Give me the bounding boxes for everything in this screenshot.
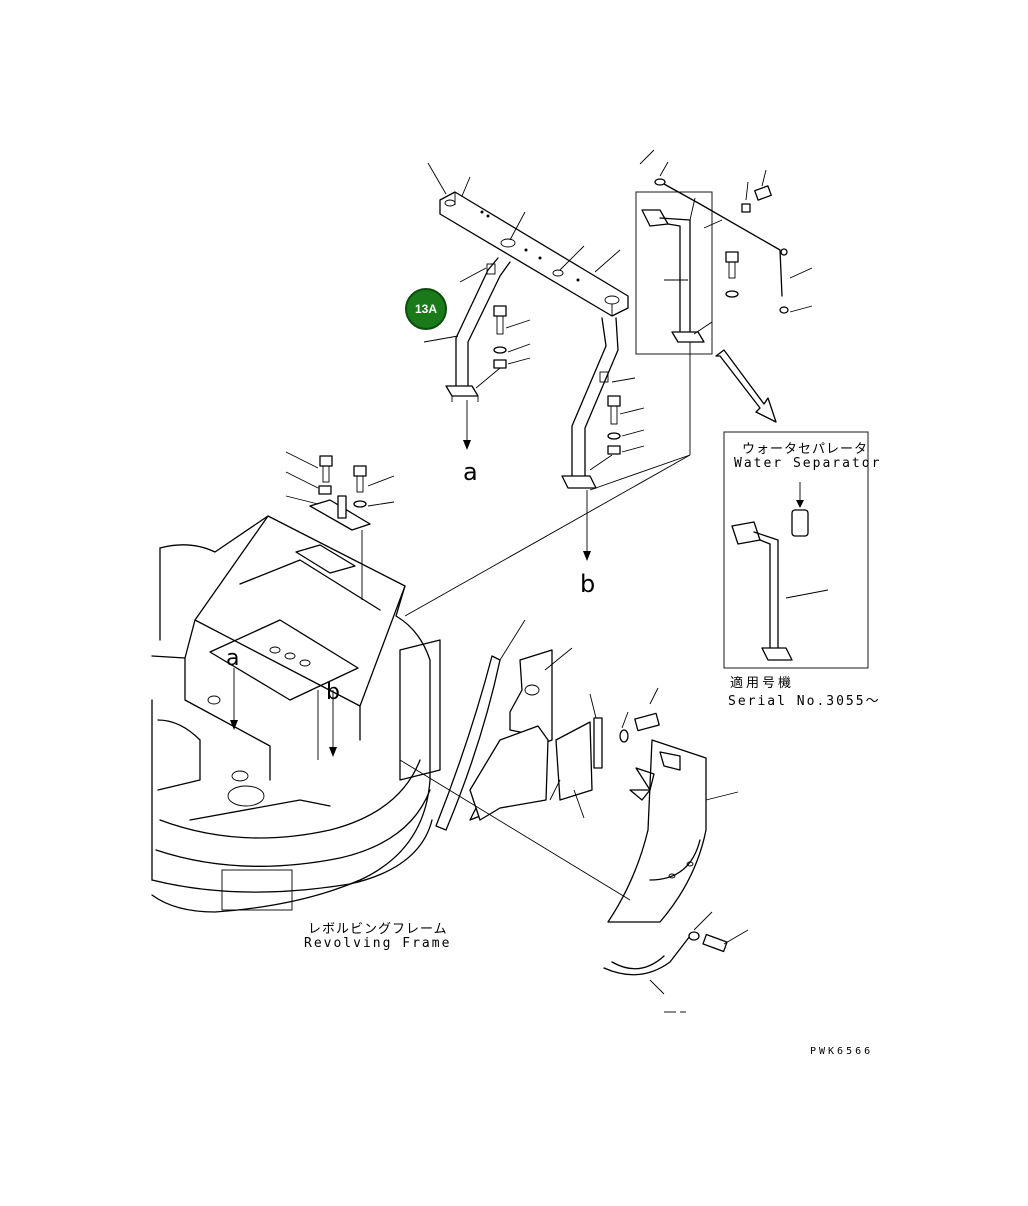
reference-line-lower xyxy=(399,759,631,901)
fasteners-left xyxy=(493,305,507,369)
callout-badge-13a[interactable]: 13A xyxy=(405,288,447,330)
drawing-code: PWK6566 xyxy=(810,1046,874,1057)
separator-fasteners xyxy=(639,149,813,335)
bracket-box xyxy=(589,191,713,491)
callout-b-upper: b xyxy=(580,570,596,598)
mounting-plate xyxy=(285,451,395,600)
callout-b-frame: b xyxy=(326,680,340,705)
inset-title-en: Water Separator xyxy=(734,456,882,471)
left-leg xyxy=(445,257,511,450)
leader-lines-upper xyxy=(423,162,645,471)
reference-line xyxy=(404,454,691,617)
water-separator-inset xyxy=(723,431,869,669)
frame-label-jp: レボルビングフレーム xyxy=(308,922,448,937)
side-panels xyxy=(435,619,660,831)
support-beam xyxy=(439,191,629,317)
inset-title-jp: ウォータセパレータ xyxy=(742,442,869,457)
callout-a-frame: a xyxy=(226,646,240,671)
rear-cover xyxy=(603,739,749,1013)
frame-label-en: Revolving Frame xyxy=(304,936,452,951)
revolving-frame xyxy=(151,515,441,913)
right-leg xyxy=(561,317,619,561)
inset-arrow xyxy=(715,349,777,423)
serial-label-en: Serial No.3055〜 xyxy=(728,694,881,709)
fasteners-right xyxy=(607,395,621,455)
serial-label-jp: 適用号機 xyxy=(730,676,795,691)
callout-a-upper: a xyxy=(463,458,478,486)
badge-label: 13A xyxy=(414,302,437,316)
